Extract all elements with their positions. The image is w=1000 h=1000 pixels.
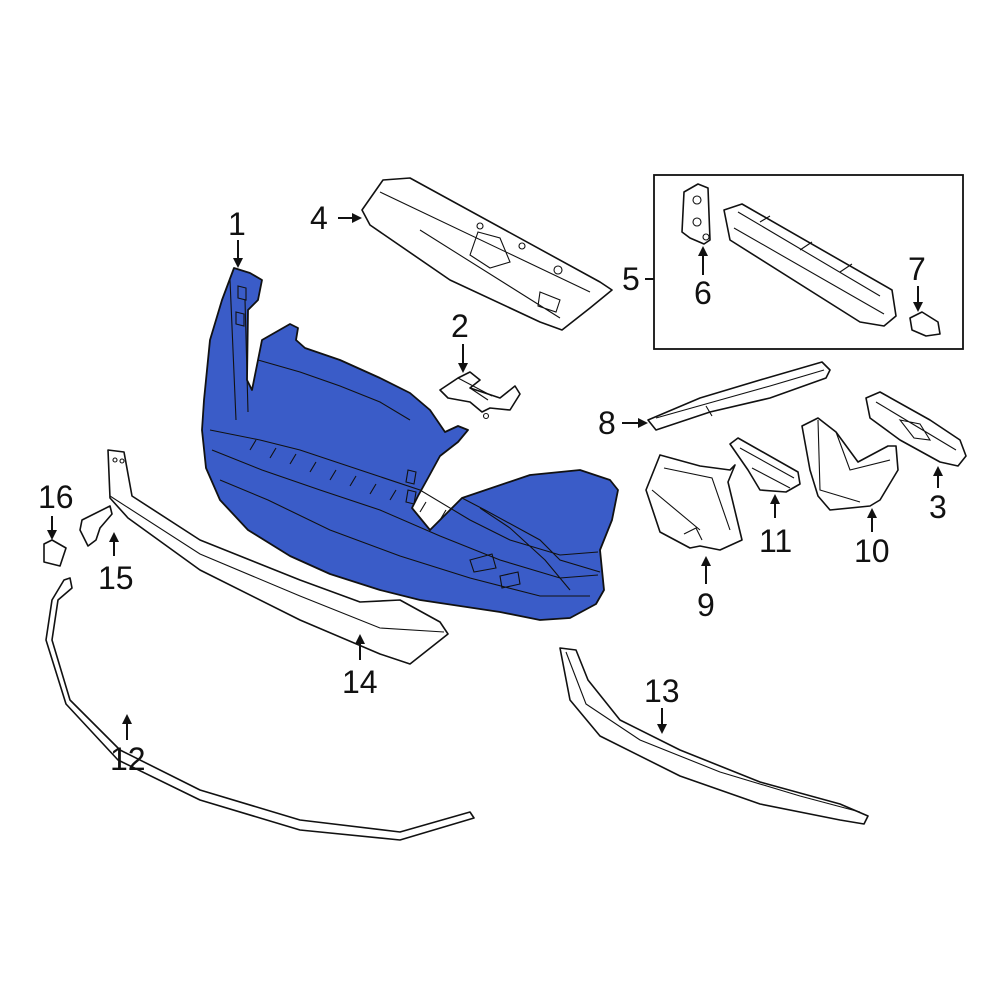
callout-1: 1 <box>228 206 246 242</box>
part-6-mount[interactable] <box>681 183 711 245</box>
part-11-bracket[interactable] <box>729 437 801 493</box>
callout-16: 16 <box>38 479 74 515</box>
part-14-lower-deflector[interactable] <box>107 449 449 665</box>
part-3-bracket[interactable] <box>865 391 967 467</box>
callout-5: 5 <box>622 261 640 297</box>
part-13-lower-trim[interactable] <box>559 647 869 825</box>
part-9-bracket[interactable] <box>645 454 743 551</box>
callout-4: 4 <box>310 200 328 236</box>
callout-6: 6 <box>694 275 712 311</box>
callout-12: 12 <box>110 741 146 777</box>
part-1-bumper-cover[interactable] <box>201 267 619 621</box>
part-7-clip[interactable] <box>909 311 941 337</box>
part-5-bracket[interactable] <box>723 203 897 327</box>
callout-7: 7 <box>908 251 926 287</box>
callout-2: 2 <box>451 308 469 344</box>
part-15-clip[interactable] <box>79 505 113 547</box>
part-8-side-bracket[interactable] <box>647 361 831 431</box>
part-12-lower-trim[interactable] <box>45 577 475 841</box>
part-5-kit-box[interactable] <box>653 174 964 350</box>
part-2-bracket[interactable] <box>439 371 521 420</box>
callout-15: 15 <box>98 560 134 596</box>
part-10-duct[interactable] <box>801 417 899 511</box>
callout-3: 3 <box>929 489 947 525</box>
callout-8: 8 <box>598 405 616 441</box>
callout-10: 10 <box>854 533 890 569</box>
callout-11: 11 <box>759 523 792 559</box>
part-16-cap[interactable] <box>43 539 67 567</box>
callout-14: 14 <box>342 664 378 700</box>
part-4-upper-cover[interactable] <box>361 177 613 331</box>
callout-9: 9 <box>697 587 715 623</box>
callout-13: 13 <box>644 673 680 709</box>
